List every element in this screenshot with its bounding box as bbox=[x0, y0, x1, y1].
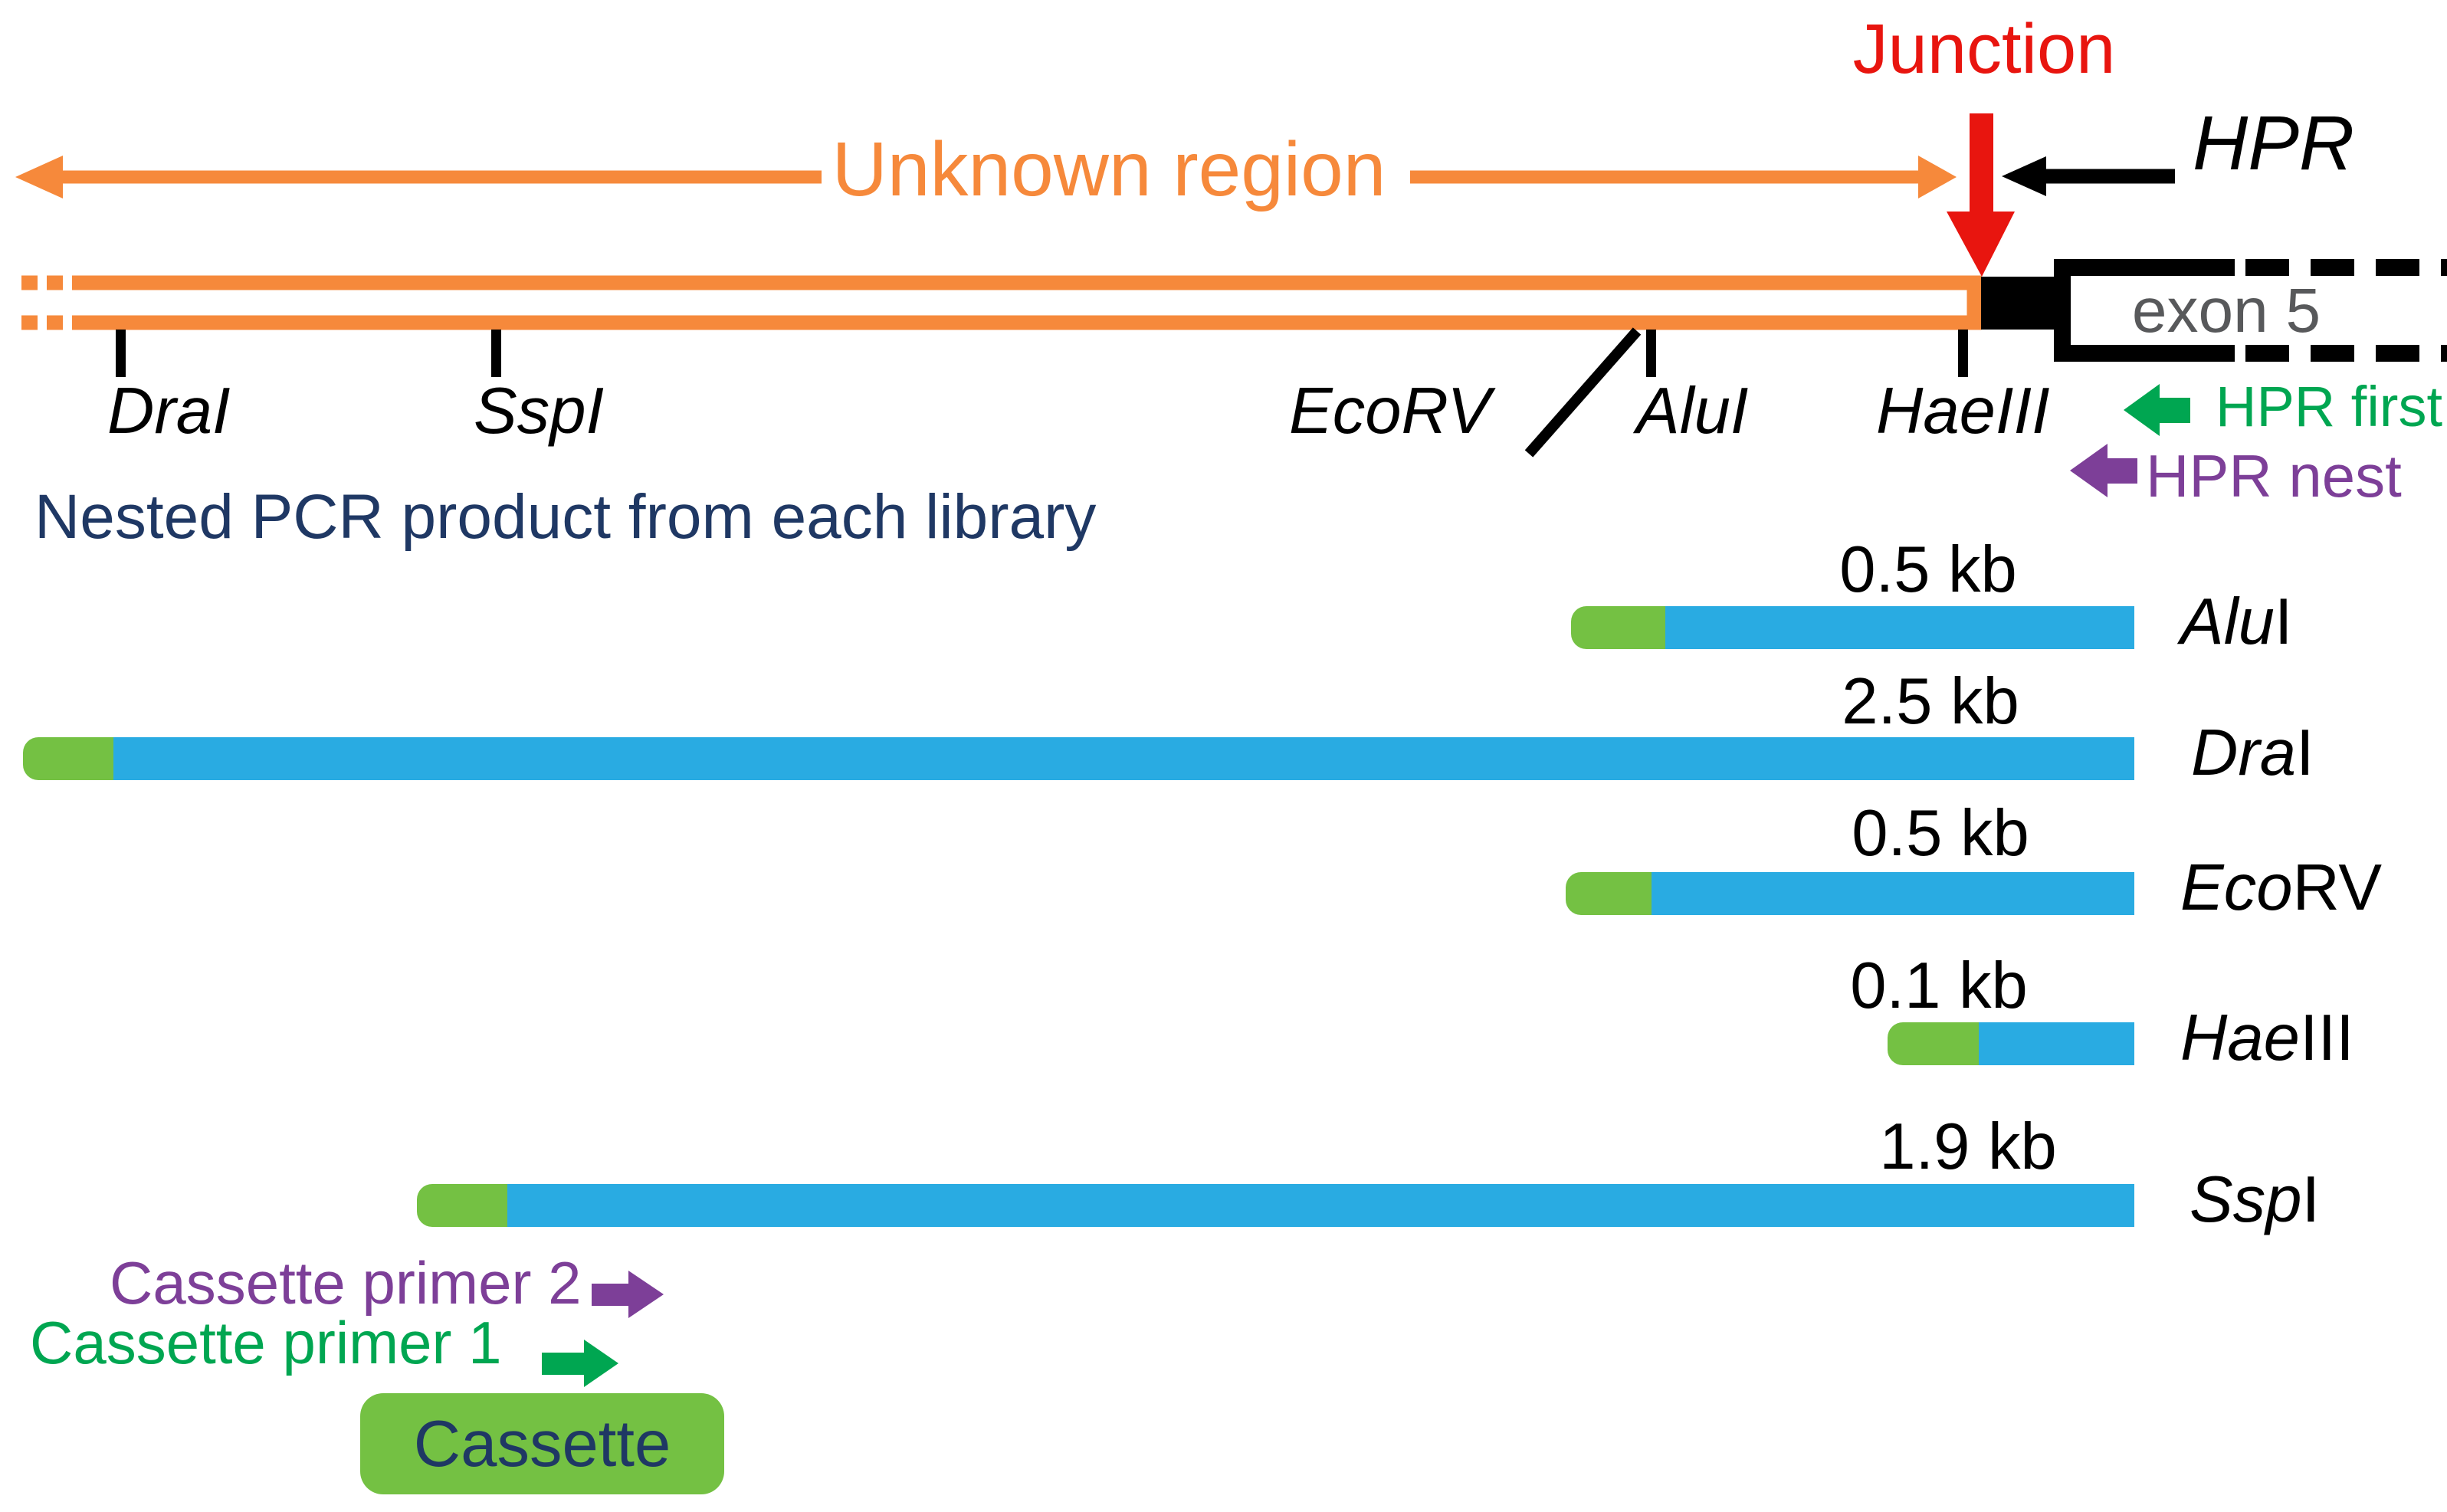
section-title: Nested PCR product from each library bbox=[34, 482, 1097, 552]
product-bar-ssp1-cassette-segment bbox=[417, 1184, 507, 1227]
product-enzyme-ssp1-suffix: I bbox=[2301, 1163, 2321, 1236]
tick-alu1 bbox=[1646, 330, 1656, 377]
ecorv-leader-line bbox=[1524, 327, 1642, 458]
product-bar-hae3 bbox=[1979, 1022, 2134, 1065]
product-bar-ecorv-cassette-segment bbox=[1566, 872, 1652, 915]
hpr-arrowhead-icon bbox=[2002, 156, 2046, 196]
product-enzyme-ssp1: SspI bbox=[2190, 1167, 2320, 1232]
product-bar-hae3-cassette-segment bbox=[1888, 1022, 1979, 1065]
genome-bar-outline bbox=[86, 275, 1982, 330]
product-enzyme-hae3-suffix: III bbox=[2299, 1002, 2354, 1074]
product-enzyme-alu1-prefix: Alu bbox=[2180, 585, 2275, 658]
junction-arrow bbox=[1947, 113, 2015, 277]
junction-arrow-shaft bbox=[1970, 113, 1993, 215]
product-enzyme-ecorv: EcoRV bbox=[2180, 855, 2382, 920]
cassette-box-label: Cassette bbox=[413, 1407, 671, 1481]
tick-dra1 bbox=[116, 330, 126, 377]
cassette-primer-1-arrow-icon bbox=[542, 1340, 618, 1387]
cassette-primer-1-label: Cassette primer 1 bbox=[30, 1309, 502, 1376]
product-size-ecorv: 0.5 kb bbox=[1852, 797, 2029, 870]
product-bar-alu1-cassette-segment bbox=[1571, 606, 1665, 649]
product-bar-ssp1 bbox=[507, 1184, 2134, 1227]
hpr-nest-arrow-icon bbox=[2070, 444, 2137, 497]
product-enzyme-dra1: DraI bbox=[2191, 720, 2314, 786]
junction-label: Junction bbox=[1852, 10, 2116, 88]
product-enzyme-ssp1-prefix: Ssp bbox=[2190, 1163, 2302, 1236]
junction-arrowhead-icon bbox=[1947, 212, 2015, 277]
product-enzyme-hae3-prefix: Hae bbox=[2180, 1002, 2300, 1074]
exon-box bbox=[2054, 259, 2447, 362]
tick-ssp1 bbox=[491, 330, 501, 377]
hpr-first-label: HPR first bbox=[2216, 375, 2442, 438]
hpr-nest-label: HPR nest bbox=[2146, 442, 2402, 510]
map-site-ecorv-label: EcoRV bbox=[1289, 375, 1491, 448]
genome-bar bbox=[21, 275, 1982, 330]
map-site-dra1-label: DraI bbox=[107, 375, 231, 448]
cassette-primer-2-arrow-icon bbox=[592, 1271, 664, 1318]
product-size-hae3: 0.1 kb bbox=[1850, 950, 2028, 1022]
product-size-alu1: 0.5 kb bbox=[1839, 533, 2017, 606]
product-bar-alu1 bbox=[1665, 606, 2134, 649]
unknown-region-arrowhead-left-icon bbox=[15, 156, 63, 198]
product-size-ssp1: 1.9 kb bbox=[1879, 1110, 2057, 1183]
unknown-region-label: Unknown region bbox=[832, 126, 1386, 212]
product-enzyme-ecorv-prefix: Eco bbox=[2180, 851, 2293, 924]
product-enzyme-alu1-suffix: I bbox=[2274, 585, 2293, 658]
product-enzyme-dra1-prefix: Dra bbox=[2191, 717, 2296, 789]
unknown-region-arrow bbox=[15, 156, 1957, 198]
junction-connector-box bbox=[1981, 277, 2065, 330]
exon-label: exon 5 bbox=[2131, 276, 2321, 346]
map-site-alu1-label: AluI bbox=[1636, 375, 1749, 448]
hpr-first-arrow-icon bbox=[2124, 384, 2190, 436]
exon-label-wrap: exon 5 bbox=[2069, 280, 2383, 343]
product-enzyme-dra1-suffix: I bbox=[2295, 717, 2314, 789]
product-bar-ecorv bbox=[1652, 872, 2134, 915]
unknown-region-arrowhead-right-icon bbox=[1918, 156, 1957, 198]
product-size-dra1: 2.5 kb bbox=[1842, 665, 2019, 738]
map-site-ssp1-label: SspI bbox=[474, 375, 605, 448]
map-site-hae3-label: HaeIII bbox=[1876, 375, 2050, 448]
cassette-box: Cassette bbox=[360, 1393, 724, 1494]
product-enzyme-alu1: AluI bbox=[2180, 589, 2292, 654]
hpr-label: HPR bbox=[2193, 100, 2355, 186]
product-enzyme-ecorv-suffix: RV bbox=[2292, 851, 2383, 924]
product-bar-dra1 bbox=[113, 737, 2134, 780]
hpr-primer-arrow bbox=[2002, 156, 2175, 196]
tick-hae3 bbox=[1958, 330, 1968, 377]
product-bar-dra1-cassette-segment bbox=[23, 737, 113, 780]
cassette-primer-2-label: Cassette primer 2 bbox=[110, 1249, 582, 1317]
product-enzyme-hae3: HaeIII bbox=[2180, 1005, 2354, 1071]
exon-box-fill bbox=[2062, 267, 2231, 353]
